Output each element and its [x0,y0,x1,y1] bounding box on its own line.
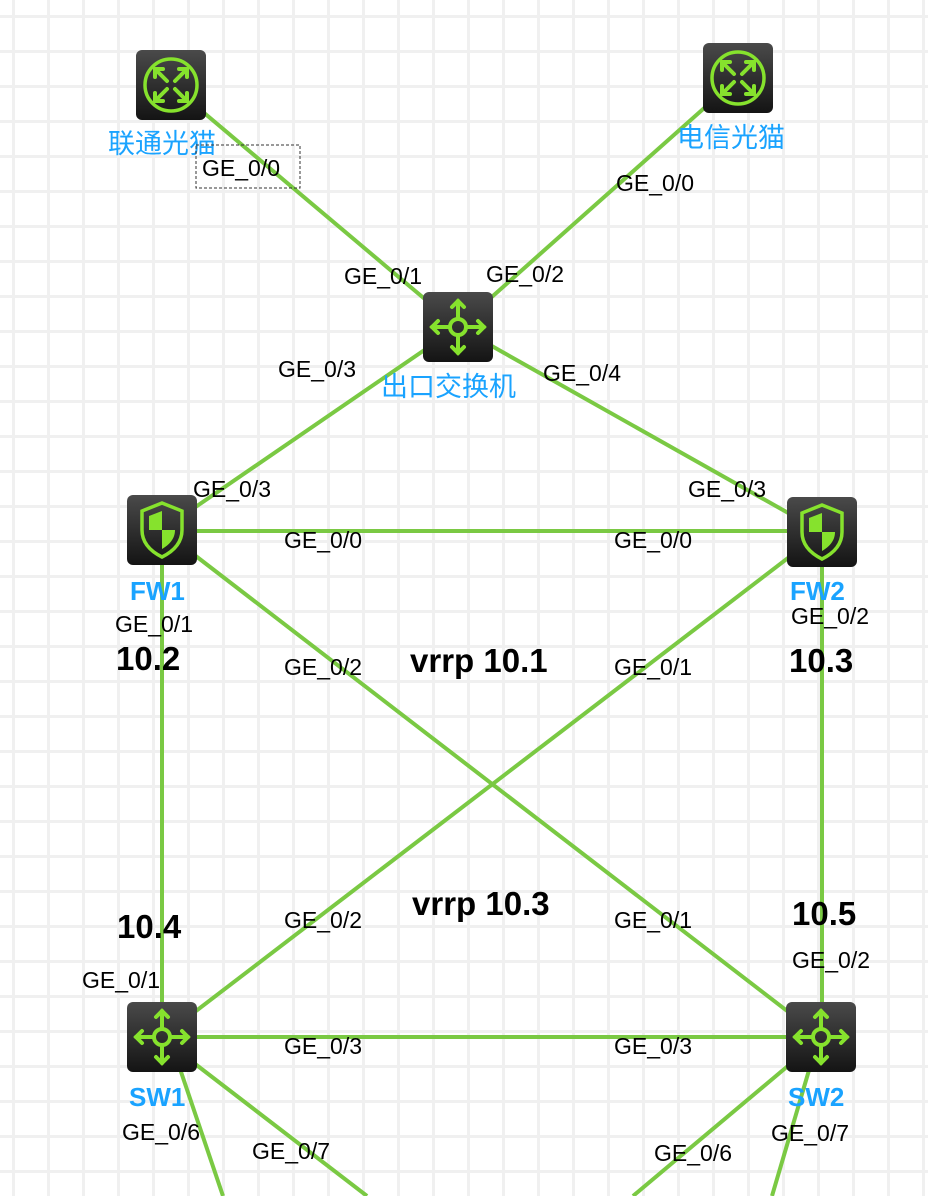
egress-switch-icon[interactable] [423,292,493,362]
port-label[interactable]: GE_0/1 [614,654,692,680]
port-label[interactable]: GE_0/6 [122,1119,200,1145]
port-label[interactable]: GE_0/3 [688,476,766,502]
link-egress-fw2 [457,325,823,534]
port-label[interactable]: GE_0/1 [82,967,160,993]
vrrp-lower-annotation: vrrp 10.3 [412,885,550,922]
sw2-switch-icon[interactable] [786,1002,856,1072]
link-sw2-ge06 [631,1058,797,1196]
sw2-ip-annotation: 10.5 [792,895,856,932]
port-label[interactable]: GE_0/6 [654,1140,732,1166]
link-telecom-egress [456,76,740,329]
selection-box [195,144,301,189]
sw1-label: SW1 [129,1082,185,1112]
sw1-switch-icon[interactable] [127,1002,197,1072]
port-label[interactable]: GE_0/7 [252,1138,330,1164]
link-sw1-ge06 [175,1059,225,1196]
port-label[interactable]: GE_0/3 [193,476,271,502]
port-label[interactable]: GE_0/0 [616,170,694,196]
vrrp-upper-annotation: vrrp 10.1 [410,642,548,679]
port-label[interactable]: GE_0/2 [284,654,362,680]
port-label[interactable]: GE_0/7 [771,1120,849,1146]
telecom-modem-icon[interactable] [703,43,773,113]
egress-switch-label: 出口交换机 [381,372,516,403]
port-label[interactable]: GE_0/2 [792,947,870,973]
port-label[interactable]: GE_0/3 [284,1033,362,1059]
link-sw2-ge07 [770,1059,814,1196]
port-label[interactable]: GE_0/3 [278,356,356,382]
link-unicom-egress [169,83,460,329]
port-label[interactable]: GE_0/0 [202,155,280,181]
port-label[interactable]: GE_0/2 [284,907,362,933]
telecom-modem-label: 电信光猫 [677,123,785,154]
fw1-ip-annotation: 10.2 [116,640,180,677]
fw1-label: FW1 [130,576,185,606]
port-label[interactable]: GE_0/0 [614,527,692,553]
fw2-ip-annotation: 10.3 [789,642,853,679]
fw2-label: FW2 [790,576,845,606]
sw1-ip-annotation: 10.4 [117,908,182,945]
port-label[interactable]: GE_0/2 [486,261,564,287]
sw2-label: SW2 [788,1082,844,1112]
port-label[interactable]: GE_0/1 [614,907,692,933]
link-sw1-ge07 [188,1058,369,1196]
port-label[interactable]: GE_0/1 [115,611,193,637]
links [160,76,824,1196]
fw1-firewall-icon[interactable] [127,495,197,565]
link-fw2-sw1 [160,530,824,1039]
port-label[interactable]: GE_0/4 [543,360,621,386]
port-label[interactable]: GE_0/1 [344,263,422,289]
unicom-modem-icon[interactable] [136,50,206,120]
port-label[interactable]: GE_0/3 [614,1033,692,1059]
port-label[interactable]: GE_0/0 [284,527,362,553]
fw2-firewall-icon[interactable] [787,497,857,567]
unicom-modem-label: 联通光猫 [108,129,216,160]
link-egress-fw1 [160,325,460,532]
port-label[interactable]: GE_0/2 [791,603,869,629]
